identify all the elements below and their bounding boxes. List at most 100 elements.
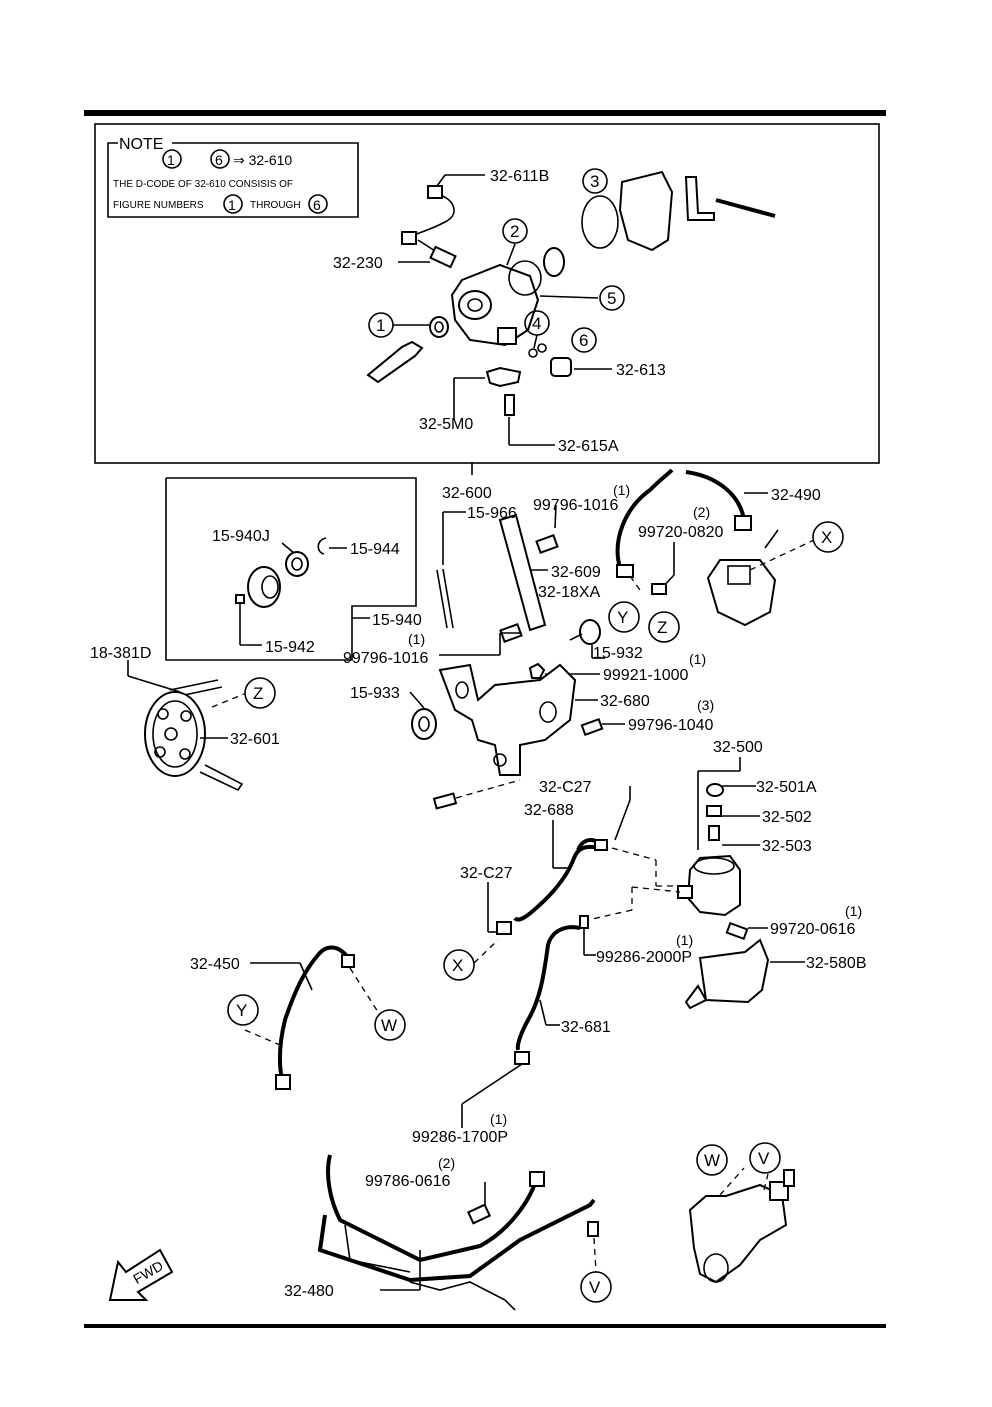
label-32-5M0: 32-5M0 — [419, 416, 473, 433]
callout-6: 6 — [579, 331, 588, 350]
pressure-hose-drawing — [615, 468, 815, 627]
label-99286-1700P: 99286-1700P — [412, 1129, 508, 1146]
callout-Z-top: Z — [657, 618, 667, 637]
note-circle-6: 6 — [215, 152, 223, 168]
bolt-15-932 — [569, 619, 605, 659]
label-32-503: 32-503 — [762, 838, 812, 855]
note-title: NOTE — [119, 136, 163, 153]
qty-99720-0616: (1) — [845, 903, 862, 919]
fwd-arrow: FWD — [108, 1248, 174, 1301]
label-15-933: 15-933 — [350, 685, 400, 702]
qty-99796-1040: (3) — [697, 697, 714, 713]
top-rule — [84, 110, 886, 116]
bolt-99720-0616 — [725, 921, 749, 941]
note-target: ⇒ 32-610 — [233, 152, 292, 168]
bottom-rule — [84, 1324, 886, 1328]
note-circle-6b: 6 — [313, 197, 321, 213]
qty-99921-1000: (1) — [689, 651, 706, 667]
note-line3a: FIGURE NUMBERS — [113, 200, 204, 211]
label-32-480: 32-480 — [284, 1283, 334, 1300]
label-15-932: 15-932 — [593, 645, 643, 662]
label-32-615A: 32-615A — [558, 438, 619, 455]
mount-bracket-drawing — [409, 663, 625, 810]
pump-assembly-frame — [94, 123, 880, 464]
note-box: NOTE 1 6 ⇒ 32-610 THE D-CODE OF 32-610 C… — [107, 136, 359, 218]
callout-2: 2 — [510, 222, 519, 241]
label-15-944: 15-944 — [350, 541, 400, 558]
label-99796-1016-bottom: 99796-1016 — [343, 650, 429, 667]
label-99796-1040: 99796-1040 — [628, 717, 714, 734]
note-circle-1b: 1 — [228, 197, 236, 213]
callout-3: 3 — [590, 172, 599, 191]
label-32-681: 32-681 — [561, 1019, 611, 1036]
numbered-callouts: 3 2 5 1 4 6 — [368, 168, 625, 353]
pump-drawing — [366, 170, 776, 416]
label-18-381D: 18-381D — [90, 645, 151, 662]
label-15-940: 15-940 — [372, 612, 422, 629]
label-32-680: 32-680 — [600, 693, 650, 710]
label-15-966: 15-966 — [467, 505, 517, 522]
note-line3c: THROUGH — [250, 200, 301, 211]
label-32-502: 32-502 — [762, 809, 812, 826]
reservoir-bracket-drawing — [684, 938, 805, 1010]
callout-4: 4 — [532, 314, 541, 333]
qty-99720-0820: (2) — [693, 504, 710, 520]
label-32-609: 32-609 — [551, 564, 601, 581]
clamp-99286-2000P — [579, 915, 589, 929]
bracket-drawing — [436, 504, 559, 656]
label-32-490: 32-490 — [771, 487, 821, 504]
label-15-940J: 15-940J — [212, 528, 270, 545]
qty-99286-1700P: (1) — [490, 1111, 507, 1127]
steering-gear-drawing — [688, 1167, 795, 1284]
note-line2: THE D-CODE OF 32-610 CONSISIS OF — [113, 179, 293, 190]
callout-X-top: X — [821, 528, 832, 547]
pipe-32-450-drawing — [244, 945, 379, 1090]
callout-Y-bottom: Y — [236, 1001, 247, 1020]
reservoir-drawing — [587, 757, 760, 921]
label-32-C27-top: 32-C27 — [539, 779, 592, 796]
callout-Y-top: Y — [617, 608, 628, 627]
qty-99286-2000P: (1) — [676, 932, 693, 948]
label-32-600: 32-600 — [442, 485, 492, 502]
label-99720-0820: 99720-0820 — [638, 524, 724, 541]
callout-W-right: W — [704, 1151, 720, 1170]
drive-pulley-drawing — [127, 660, 245, 792]
callout-1: 1 — [376, 316, 385, 335]
label-32-613: 32-613 — [616, 362, 666, 379]
label-99286-2000P: 99286-2000P — [596, 949, 692, 966]
callout-X-bottom: X — [452, 956, 463, 975]
label-99786-0616: 99786-0616 — [365, 1173, 451, 1190]
qty-99786-0616: (2) — [438, 1155, 455, 1171]
callout-V-right: V — [758, 1149, 770, 1168]
label-32-601: 32-601 — [230, 731, 280, 748]
label-32-501A: 32-501A — [756, 779, 817, 796]
callout-W-left: W — [381, 1016, 397, 1035]
label-32-450: 32-450 — [190, 956, 240, 973]
suction-hose-drawing — [461, 925, 581, 1128]
label-32-500: 32-500 — [713, 739, 763, 756]
pulley-inset-frame — [165, 477, 417, 661]
callout-V-bottom: V — [589, 1278, 601, 1297]
nut-99921-1000 — [528, 662, 546, 679]
idler-pulley-drawing — [235, 537, 370, 646]
label-32-580B: 32-580B — [806, 955, 867, 972]
qty-99796-1016-top: (1) — [613, 482, 630, 498]
note-circle-1: 1 — [167, 152, 175, 168]
label-99720-0616: 99720-0616 — [770, 921, 856, 938]
label-99921-1000: 99921-1000 — [603, 667, 689, 684]
label-32-C27-bottom: 32-C27 — [460, 865, 513, 882]
callout-Z-left: Z — [253, 684, 263, 703]
label-32-688: 32-688 — [524, 802, 574, 819]
pump-leaders — [393, 174, 612, 475]
label-99796-1016-top: 99796-1016 — [533, 497, 619, 514]
cooler-pipe-drawing — [317, 1154, 599, 1311]
label-32-611B: 32-611B — [490, 168, 549, 185]
label-32-230: 32-230 — [333, 255, 383, 272]
callout-5: 5 — [607, 289, 616, 308]
label-32-18XA: 32-18XA — [538, 584, 601, 601]
qty-99796-1016-bottom: (1) — [408, 631, 425, 647]
label-15-942: 15-942 — [265, 639, 315, 656]
return-hose-drawing — [473, 786, 631, 964]
